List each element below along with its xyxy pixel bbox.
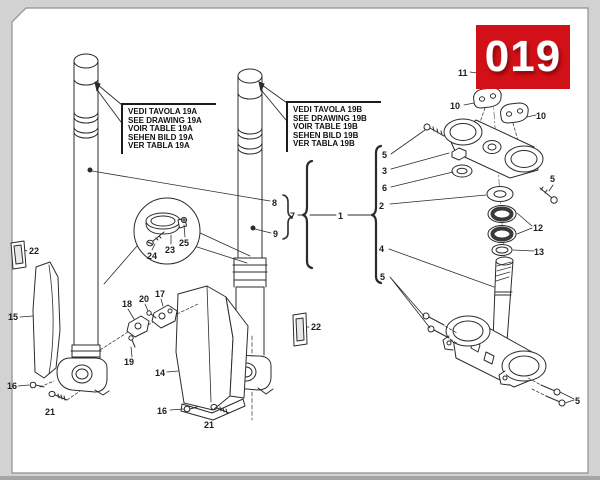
callout-label-5d: 5 [575,396,580,406]
note-line: VOIR TABLE 19A [128,124,193,134]
note-line: SEE DRAWING 19A [128,115,202,125]
callout-label-4: 4 [379,244,384,254]
callout-label-22b: 22 [311,322,321,332]
page-shadow [0,476,600,480]
callout-label-9: 9 [273,229,278,239]
callout-leaders [17,71,575,411]
note-line: VOIR TABLE 19B [293,122,358,132]
callout-label-12: 12 [533,223,543,233]
callout-label-15: 15 [8,312,18,322]
tube-dot-leaders [87,167,272,234]
detail-circle-clamp [103,197,251,285]
note-line: SEHEN BILD 19B [293,130,359,140]
callout-label-13: 13 [534,247,544,257]
callout-label-6: 6 [382,183,387,193]
note-line: SEE DRAWING 19B [293,113,367,123]
callout-label-22a: 22 [29,246,39,256]
callout-label-3: 3 [382,166,387,176]
callout-label-8: 8 [272,198,277,208]
note-line: VER TABLA 19A [128,141,190,151]
callout-labels: 8 9 7 1 11 10 10 5 3 6 2 5 12 13 4 5 5 2… [7,68,580,430]
callout-label-17: 17 [155,289,165,299]
grouping-braces [282,144,383,285]
callout-label-14: 14 [155,368,165,378]
callout-label-10: 10 [450,101,460,111]
callout-label-24: 24 [147,251,157,261]
callout-label-5c: 5 [380,272,385,282]
note-line: VER TABLA 19B [293,139,355,149]
table-number: 019 [484,32,562,81]
callout-label-16b: 16 [157,406,167,416]
table-number-badge: 019 [476,25,570,89]
fork-guard-right [175,285,249,421]
callout-label-21a: 21 [45,407,55,417]
note-box-table-19a: VEDI TAVOLA 19A SEE DRAWING 19A VOIR TAB… [121,103,216,154]
plate-22-right [292,312,308,347]
note-box-table-19b: VEDI TAVOLA 19B SEE DRAWING 19B VOIR TAB… [286,101,381,152]
callout-label-10b: 10 [536,111,546,121]
plate-22-left [10,240,27,270]
page-border [11,7,589,474]
steering-assembly [422,57,566,407]
callout-label-5a: 5 [382,150,387,160]
callout-label-7: 7 [290,211,295,221]
fork-leg-left [39,53,110,401]
callout-label-25: 25 [179,238,189,248]
callout-label-5b: 5 [550,174,555,184]
callout-label-1: 1 [338,211,343,221]
callout-label-2: 2 [379,201,384,211]
callout-label-21b: 21 [204,420,214,430]
callout-label-20: 20 [139,294,149,304]
note-leaders [94,81,288,123]
callout-label-23: 23 [165,245,175,255]
hose-clamp-parts [99,303,199,351]
callout-label-16a: 16 [7,381,17,391]
fork-guard-left [32,261,61,379]
callout-label-18: 18 [122,299,132,309]
note-line: VEDI TAVOLA 19B [293,105,363,114]
callout-label-19: 19 [124,357,134,367]
callout-label-11: 11 [458,68,468,78]
note-line: VEDI TAVOLA 19A [128,107,198,116]
note-line: SEHEN BILD 19A [128,132,194,142]
